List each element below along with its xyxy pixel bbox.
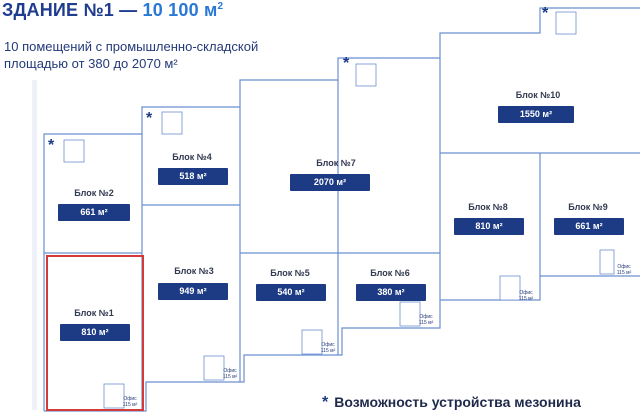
subtitle: 10 помещений с промышленно-складской пло… xyxy=(4,39,259,71)
page-title: ЗДАНИЕ №1 — 10 100 м2 xyxy=(2,0,223,21)
mezzanine-star-icon: * xyxy=(48,137,55,154)
block-8-label[interactable]: Блок №8 xyxy=(468,202,508,212)
legend-text: Возможность устройства мезонина xyxy=(334,394,581,410)
selected-block-frame xyxy=(46,255,144,411)
office-area: 115 м² xyxy=(518,296,534,302)
block-2-area[interactable]: 661 м² xyxy=(58,204,130,221)
office-area: 115 м² xyxy=(222,374,238,380)
block-4-area[interactable]: 518 м² xyxy=(158,168,228,185)
block-10-area[interactable]: 1550 м² xyxy=(498,106,574,123)
office-area: 115 м² xyxy=(122,402,138,408)
block-4-label[interactable]: Блок №4 xyxy=(172,152,212,162)
block-3-label[interactable]: Блок №3 xyxy=(174,266,214,276)
mezzanine-star-icon: * xyxy=(322,394,329,411)
legend: * Возможность устройства мезонина xyxy=(322,394,581,412)
block-5-label[interactable]: Блок №5 xyxy=(270,268,310,278)
block-1-label[interactable]: Блок №1 xyxy=(74,308,114,318)
office-area: 115 м² xyxy=(320,348,336,354)
title-area-sup: 2 xyxy=(217,1,224,12)
mezzanine-star-icon: * xyxy=(542,5,549,22)
title-area-value: 10 100 м xyxy=(142,0,218,20)
title-main: ЗДАНИЕ №1 — xyxy=(2,0,138,20)
block-7-area[interactable]: 2070 м² xyxy=(290,174,370,191)
office-name: Офис xyxy=(123,396,137,402)
office-name: Офис xyxy=(617,264,631,270)
block-1-area[interactable]: 810 м² xyxy=(60,324,130,341)
block-8-area[interactable]: 810 м² xyxy=(454,218,524,235)
mezzanine-star-icon: * xyxy=(343,55,350,72)
decorative-bar xyxy=(32,80,37,410)
block-7-label[interactable]: Блок №7 xyxy=(316,158,356,168)
office-name: Офис xyxy=(223,368,237,374)
mezzanine-star-icon: * xyxy=(146,110,153,127)
block-6-label[interactable]: Блок №6 xyxy=(370,268,410,278)
block-2-label[interactable]: Блок №2 xyxy=(74,188,114,198)
block-9-label[interactable]: Блок №9 xyxy=(568,202,608,212)
block-6-area[interactable]: 380 м² xyxy=(356,284,426,301)
block-10-label[interactable]: Блок №10 xyxy=(515,90,561,100)
block-5-area[interactable]: 540 м² xyxy=(256,284,326,301)
office-name: Офис xyxy=(519,290,533,296)
office-name: Офис xyxy=(419,314,433,320)
block-3-area[interactable]: 949 м² xyxy=(158,283,228,300)
title-area: 10 100 м2 xyxy=(143,0,224,20)
office-area: 115 м² xyxy=(616,270,632,276)
office-area: 115 м² xyxy=(418,320,434,326)
office-name: Офис xyxy=(321,342,335,348)
block-9-area[interactable]: 661 м² xyxy=(554,218,624,235)
